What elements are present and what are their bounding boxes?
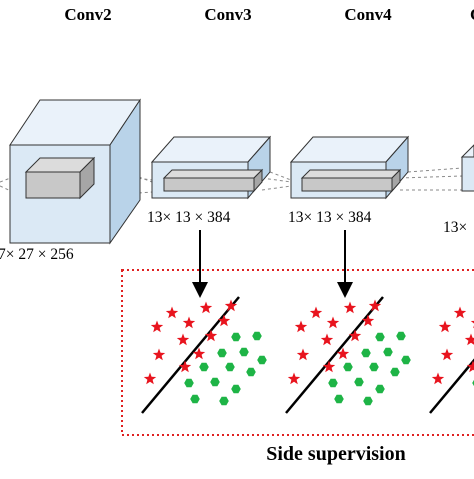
conv3-dimensions: 13× 13 × 384	[147, 209, 231, 226]
green-dot-sample	[210, 377, 220, 387]
conv5-dimensions-partial: 13×	[443, 219, 467, 236]
layer-title-conv5-partial: C	[470, 5, 474, 24]
green-dot-sample	[401, 355, 411, 365]
red-star-sample	[143, 372, 157, 385]
red-star-sample	[204, 329, 218, 342]
layer-title-conv2: Conv2	[64, 5, 111, 24]
green-dot-sample	[246, 367, 256, 377]
red-star-sample	[322, 360, 336, 373]
red-star-sample	[438, 320, 452, 333]
conv2-dimensions: 7× 27 × 256	[0, 246, 74, 263]
classifier-panel-conv5-partial	[429, 306, 474, 414]
red-star-sample	[294, 320, 308, 333]
classifier-panel-conv4	[285, 296, 411, 414]
green-dot-sample	[184, 378, 194, 388]
green-dot-sample	[369, 362, 379, 372]
red-star-sample	[296, 348, 310, 361]
conv3-kernel	[162, 168, 264, 193]
red-star-sample	[348, 329, 362, 342]
red-star-sample	[309, 306, 323, 319]
red-star-sample	[150, 320, 164, 333]
classifier-panel-conv3	[141, 296, 267, 414]
green-dot-sample	[361, 348, 371, 358]
green-dot-sample	[257, 355, 267, 365]
green-dot-sample	[383, 347, 393, 357]
red-star-sample	[368, 299, 382, 312]
conv5-volume-partial	[460, 144, 474, 192]
green-dot-sample	[219, 396, 229, 406]
green-dot-sample	[334, 394, 344, 404]
decision-boundary-line	[285, 296, 384, 414]
red-star-sample	[152, 348, 166, 361]
green-dot-sample	[354, 377, 364, 387]
red-star-sample	[464, 333, 474, 346]
green-dot-sample	[217, 348, 227, 358]
red-star-sample	[165, 306, 179, 319]
green-dot-sample	[231, 332, 241, 342]
red-star-sample	[470, 320, 474, 329]
green-dot-sample	[190, 394, 200, 404]
red-star-sample	[178, 360, 192, 373]
green-dot-sample	[252, 331, 262, 341]
conv2-kernel	[24, 156, 96, 200]
red-star-sample	[199, 301, 213, 314]
red-star-sample	[326, 316, 340, 329]
red-star-sample	[440, 348, 454, 361]
green-dot-sample	[375, 332, 385, 342]
green-dot-sample	[225, 362, 235, 372]
red-star-sample	[320, 333, 334, 346]
green-dot-sample	[375, 384, 385, 394]
red-star-sample	[217, 314, 231, 327]
conv4-kernel	[300, 168, 402, 193]
red-star-sample	[192, 347, 206, 360]
side-supervision-frame	[121, 269, 474, 436]
green-dot-sample	[328, 378, 338, 388]
conv4-dimensions: 13× 13 × 384	[288, 209, 372, 226]
green-dot-sample	[343, 362, 353, 372]
green-dot-sample	[199, 362, 209, 372]
layer-title-conv4: Conv4	[344, 5, 392, 24]
green-dot-sample	[396, 331, 406, 341]
red-star-sample	[336, 347, 350, 360]
red-star-sample	[361, 314, 375, 327]
red-star-sample	[182, 316, 196, 329]
green-dot-sample	[231, 384, 241, 394]
red-star-sample	[343, 301, 357, 314]
decision-boundary-line	[429, 358, 474, 414]
red-star-sample	[453, 306, 467, 319]
red-star-sample	[431, 372, 445, 385]
green-dot-sample	[390, 367, 400, 377]
red-star-sample	[176, 333, 190, 346]
decision-boundary-line	[141, 296, 240, 414]
green-dot-sample	[363, 396, 373, 406]
layer-title-conv3: Conv3	[204, 5, 251, 24]
red-star-sample	[224, 299, 238, 312]
green-dot-sample	[239, 347, 249, 357]
red-star-sample	[287, 372, 301, 385]
side-supervision-label: Side supervision	[266, 443, 405, 465]
red-star-sample	[466, 360, 474, 373]
